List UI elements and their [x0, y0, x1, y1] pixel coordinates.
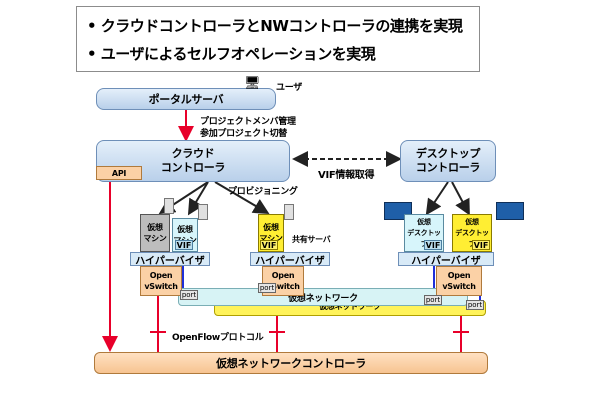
api-label: API	[96, 166, 142, 180]
desktop-screen-icon	[496, 202, 524, 220]
provisioning-label: プロビジョニング	[228, 187, 298, 197]
user-pc-icon: 🖥	[244, 76, 261, 91]
ovs-3: Open vSwitch	[436, 266, 482, 296]
bullet-2: • ユーザによるセルフオペレーションを実現	[87, 45, 376, 63]
server-icon	[284, 204, 294, 220]
portal-note-1: プロジェクトメンバ管理	[200, 117, 296, 127]
portal-note-2: 参加プロジェクト切替	[200, 129, 288, 139]
user-label: ユーザ	[276, 83, 302, 93]
summary-box: • クラウドコントローラとNWコントローラの連携を実現 • ユーザによるセルフオ…	[76, 6, 480, 72]
virtual-network: 仮想ネットワーク	[178, 288, 468, 306]
server-icon	[164, 198, 174, 214]
vif-info-label: VIF情報取得	[318, 170, 375, 181]
bullet-1: • クラウドコントローラとNWコントローラの連携を実現	[87, 17, 463, 35]
nw-controller: 仮想ネットワークコントローラ	[94, 352, 488, 374]
vif-1: VIF	[175, 240, 193, 250]
hypervisor-3: ハイパーバイザ	[398, 252, 494, 267]
port-4: port	[466, 300, 484, 310]
port-2: port	[258, 283, 276, 293]
ovs-1: Open vSwitch	[140, 266, 182, 296]
hypervisor-2: ハイパーバイザ	[250, 252, 330, 267]
desktop-controller: デスクトップ コントローラ	[400, 140, 496, 182]
hypervisor-1: ハイパーバイザ	[130, 252, 210, 267]
server-icon	[198, 204, 208, 220]
vm-1: 仮想 マシン	[140, 214, 170, 252]
vif-3: VIF	[424, 240, 442, 250]
port-1: port	[180, 290, 198, 300]
vif-4: VIF	[472, 240, 490, 250]
vif-2: VIF	[260, 240, 278, 250]
openflow-label: OpenFlowプロトコル	[172, 333, 264, 343]
port-3: port	[424, 295, 442, 305]
shared-server-label: 共有サーバ	[292, 235, 331, 244]
portal-server: ポータルサーバ	[96, 88, 276, 110]
